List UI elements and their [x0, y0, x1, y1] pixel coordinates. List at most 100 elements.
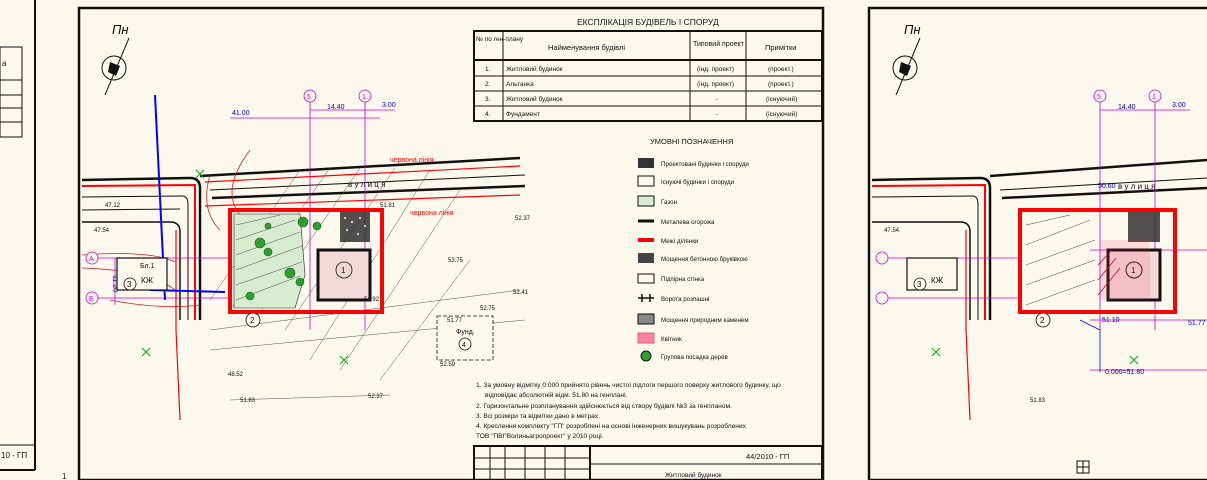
- row-1-num: 1.: [485, 66, 491, 73]
- row-4-notes: (існуючий): [766, 110, 797, 118]
- site-plan: червона лінія червона лінія в у л и ц я: [81, 89, 531, 421]
- lawn-hatch: [235, 214, 303, 301]
- kzh-label-right: КЖ: [931, 276, 944, 285]
- row-3-name: Житловий будинок: [506, 95, 563, 103]
- dim-1440: 14.40: [327, 104, 345, 111]
- main-sheet: [77, 6, 825, 480]
- elev-5: 51.81: [380, 203, 396, 209]
- axis-label-1: 1: [362, 94, 366, 101]
- elev-7: 52.37: [515, 216, 531, 222]
- legend-item-3: Газон: [661, 199, 677, 206]
- tree-group: [245, 216, 322, 301]
- elev-9: 52.75: [480, 306, 496, 312]
- elev-13: 52.37: [368, 394, 384, 400]
- elev-4: 51.77: [447, 318, 463, 324]
- legend-item-11: Групова посадка дерев: [661, 354, 729, 361]
- axis-label-b: Б: [89, 296, 94, 303]
- note-4: 4. Креслення комплекту "ГП" розроблені н…: [476, 422, 747, 430]
- explication-header-name: Найменування будівлі: [548, 43, 625, 52]
- elev-right-5: 47.54: [884, 228, 900, 234]
- lawn-area: [233, 213, 306, 309]
- zero-mark-right: 0.000=51.80: [1105, 369, 1144, 376]
- legend-item-6: Мощення бетонною бруківкою: [661, 256, 748, 263]
- legend-item-9: Мощення природним каменем: [661, 317, 749, 324]
- legend-item-7: Підпірна стінка: [661, 276, 705, 283]
- svg-text:а: а: [2, 59, 7, 68]
- elev-11: 53.75: [448, 258, 464, 264]
- elev-1: 47.12: [105, 203, 121, 209]
- row-3-project: -: [716, 96, 718, 103]
- legend-title: УМОВНІ ПОЗНАЧЕННЯ: [650, 137, 733, 146]
- note-1: 1. За умовну відмітку 0.000 прийнято рів…: [476, 381, 781, 389]
- legend-item-4: Металева огорожа: [661, 219, 715, 226]
- row-4-project: -: [716, 111, 718, 118]
- dim-300: 3.00: [382, 102, 396, 109]
- axis-bubbles: [85, 89, 372, 305]
- row-2-num: 2.: [485, 81, 491, 88]
- red-lines: [81, 165, 521, 421]
- explication-header-notes: Примітки: [765, 43, 796, 52]
- note-1b: відповідає абсолютній відм. 51.80 на ген…: [485, 391, 628, 399]
- right-sheet: Пн в у л и ц я: [867, 6, 1207, 480]
- marker-1-right: 1: [1131, 266, 1136, 275]
- elev-2: 47.54: [94, 228, 110, 234]
- red-line-label-2: червона лінія: [410, 209, 454, 217]
- axis-label-1-right: 1: [1152, 94, 1156, 101]
- title-block: 44/2010 - ГП Житловий будинок: [473, 445, 823, 480]
- elev-6: 51.92: [364, 297, 380, 303]
- stamp-code: 44/2010 - ГП: [746, 452, 789, 461]
- grid-icon[interactable]: [1076, 460, 1090, 474]
- legend-item-5: Межі ділянки: [661, 238, 699, 245]
- legend-item-2: Існуючі будинки і споруди: [661, 179, 735, 186]
- elev-right-1: 51.77: [1188, 320, 1206, 327]
- site-boundary: [228, 208, 384, 314]
- north-arrow: Пн: [101, 22, 130, 96]
- foundation-label: Фунд.: [456, 329, 475, 336]
- survey-crosses: [141, 169, 349, 365]
- row-3-notes: (існуючий): [766, 95, 797, 103]
- legend: УМОВНІ ПОЗНАЧЕННЯ Проектовані будинки і …: [637, 137, 749, 362]
- marker-4: 4: [462, 342, 466, 349]
- building-1: [316, 248, 372, 302]
- dim-1440-right: 14.40: [1118, 104, 1136, 111]
- row-1-name: Житловий будинок: [506, 65, 563, 73]
- legend-item-1: Проектовані будинки і споруди: [661, 161, 749, 168]
- legend-item-8: Ворота розпашні: [661, 296, 709, 303]
- row-4-num: 4.: [485, 111, 491, 118]
- site-boundary-right: [1018, 208, 1177, 314]
- explication-header-num: № по ген-плану: [476, 36, 524, 43]
- row-2-notes: (проект.): [768, 81, 794, 88]
- row-2-name: Альтанка: [506, 81, 534, 88]
- dim-300-right: 3.00: [1172, 102, 1186, 109]
- block-label: Бл.1: [140, 263, 155, 270]
- road-lines: [81, 156, 526, 320]
- elev-10: 52.59: [440, 362, 456, 368]
- explication-table: ЕКСПЛІКАЦІЯ БУДІВЕЛЬ І СПОРУД № по ген-п…: [473, 17, 823, 122]
- street-label-right: в у л и ц я: [1118, 182, 1155, 191]
- marker-2-right: 2: [1040, 316, 1045, 325]
- row-2-project: (інд. проект): [697, 80, 734, 88]
- marker-3: 3: [127, 280, 132, 289]
- street-label: в у л и ц я: [348, 180, 385, 189]
- legend-item-10: Квітник: [661, 336, 682, 343]
- axis-label-5: 5: [307, 94, 311, 101]
- notes: 1. За умовну відмітку 0.000 прийнято рів…: [476, 381, 781, 440]
- paving-block: [340, 212, 370, 242]
- north-label: Пн: [112, 22, 129, 37]
- north-label-right: Пн: [904, 22, 921, 37]
- elev-right-2: 51.10: [1102, 317, 1120, 324]
- note-4b: ТОВ "ПВІ"Волиньагропроект" у 2010 році.: [476, 432, 604, 440]
- paving-dots: [344, 217, 366, 235]
- row-1-notes: (проект.): [768, 66, 794, 73]
- left-sheet-fragment: а 10 - ГП: [0, 0, 36, 480]
- row-3-num: 3.: [485, 96, 491, 103]
- axis-label-5-right: 5: [1097, 94, 1101, 101]
- axis-label-a: А: [89, 256, 94, 263]
- elev-right-3: 50.60: [1098, 183, 1116, 190]
- stamp-caption: Житловий будинок: [665, 471, 722, 479]
- elev-8: 52.41: [513, 290, 529, 296]
- marker-2: 2: [250, 316, 255, 325]
- explication-title: ЕКСПЛІКАЦІЯ БУДІВЕЛЬ І СПОРУД: [577, 17, 719, 27]
- note-2: 2. Горизонтальне розпланування здійснюєт…: [476, 402, 732, 410]
